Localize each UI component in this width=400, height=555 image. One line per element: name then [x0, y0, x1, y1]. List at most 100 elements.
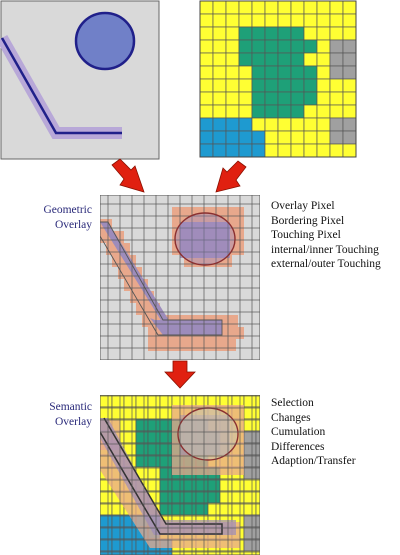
raster-cell	[225, 117, 240, 132]
raster-border	[199, 0, 357, 158]
raster-cell	[212, 39, 227, 54]
raster-cell	[225, 130, 240, 145]
raster-cell	[290, 91, 305, 106]
raster-cell	[238, 104, 253, 119]
raster-cell	[329, 26, 344, 41]
overlay-type-item: Bordering Pixel	[271, 214, 345, 227]
raster-cell	[277, 65, 292, 80]
raster-cell	[251, 0, 266, 15]
raster-cell	[251, 26, 266, 41]
raster-cell	[303, 91, 318, 106]
raster-cell	[238, 143, 253, 158]
raster-cell	[225, 91, 240, 106]
raster-cell	[199, 0, 214, 15]
raster-cell	[264, 52, 279, 67]
raster-cell	[290, 104, 305, 119]
raster-cell	[316, 143, 331, 158]
raster-cell	[199, 78, 214, 93]
raster-cell	[251, 39, 266, 54]
raster-cell	[251, 52, 266, 67]
raster-cell	[277, 78, 292, 93]
raster-cell	[277, 39, 292, 54]
raster-cell	[342, 143, 357, 158]
raster-cell	[199, 104, 214, 119]
raster-cell	[303, 39, 318, 54]
semantic-op-item: Cumulation	[271, 426, 326, 438]
raster-cell	[316, 0, 331, 15]
geometric-label-line2: Overlay	[54, 218, 92, 231]
raster-cell	[212, 117, 227, 132]
raster-cell	[212, 65, 227, 80]
raster-cell	[316, 13, 331, 28]
overlay-type-item: external/outer Touching	[271, 258, 381, 270]
raster-cell	[329, 52, 344, 67]
raster-cell	[199, 143, 214, 158]
raster-cell	[290, 65, 305, 80]
raster-cell	[199, 39, 214, 54]
raster-cell	[238, 13, 253, 28]
raster-cell	[277, 117, 292, 132]
overlay-type-item: internal/inner Touching	[271, 243, 379, 256]
raster-cell	[342, 13, 357, 28]
raster-cell	[251, 130, 266, 145]
raster-map	[199, 0, 357, 158]
raster-cell	[290, 39, 305, 54]
raster-cell	[238, 39, 253, 54]
raster-cell	[238, 52, 253, 67]
raster-cell	[264, 130, 279, 145]
raster-cell	[264, 104, 279, 119]
geometric-label-line1: Geometric	[43, 204, 92, 216]
raster-cell	[342, 117, 357, 132]
raster-cell	[329, 143, 344, 158]
overlay-type-item: Touching Pixel	[271, 229, 341, 241]
raster-cell	[212, 130, 227, 145]
raster-cell	[264, 117, 279, 132]
raster-cell	[238, 78, 253, 93]
raster-cell	[342, 130, 357, 145]
raster-cell	[264, 13, 279, 28]
raster-cell	[264, 143, 279, 158]
raster-cell	[329, 39, 344, 54]
raster-cell	[316, 117, 331, 132]
raster-cell	[329, 104, 344, 119]
raster-cell	[225, 52, 240, 67]
raster-cell	[277, 52, 292, 67]
raster-cell	[316, 26, 331, 41]
raster-cell	[225, 104, 240, 119]
raster-cell	[225, 13, 240, 28]
raster-cell	[225, 78, 240, 93]
raster-cell	[329, 130, 344, 145]
raster-cell	[316, 78, 331, 93]
raster-cell	[225, 26, 240, 41]
semantic-overlay-label: Semantic Overlay	[2, 400, 92, 429]
semantic-op-item: Differences	[271, 440, 325, 453]
raster-cell	[238, 0, 253, 15]
raster-cell	[342, 65, 357, 80]
raster-cell	[277, 130, 292, 145]
raster-cell	[277, 0, 292, 15]
raster-cell	[290, 52, 305, 67]
raster-cell	[277, 104, 292, 119]
raster-cell	[277, 143, 292, 158]
raster-cell	[251, 104, 266, 119]
raster-cell	[212, 0, 227, 15]
raster-cell	[251, 13, 266, 28]
vector-circle	[74, 11, 136, 71]
raster-cell	[212, 26, 227, 41]
raster-cell	[316, 130, 331, 145]
raster-cell	[264, 65, 279, 80]
semantic-label-line2: Overlay	[54, 415, 92, 428]
semantic-overlay-shapes	[100, 395, 260, 555]
raster-cell	[199, 52, 214, 67]
geometric-overlay-grid	[100, 195, 260, 360]
semantic-op-item: Adaption/Transfer	[271, 455, 356, 467]
raster-cell	[264, 78, 279, 93]
raster-cell	[316, 52, 331, 67]
raster-cell	[290, 130, 305, 145]
raster-cell	[264, 39, 279, 54]
raster-cell	[316, 39, 331, 54]
raster-cell	[225, 0, 240, 15]
raster-cell	[225, 39, 240, 54]
raster-cell	[251, 78, 266, 93]
raster-cell	[212, 91, 227, 106]
